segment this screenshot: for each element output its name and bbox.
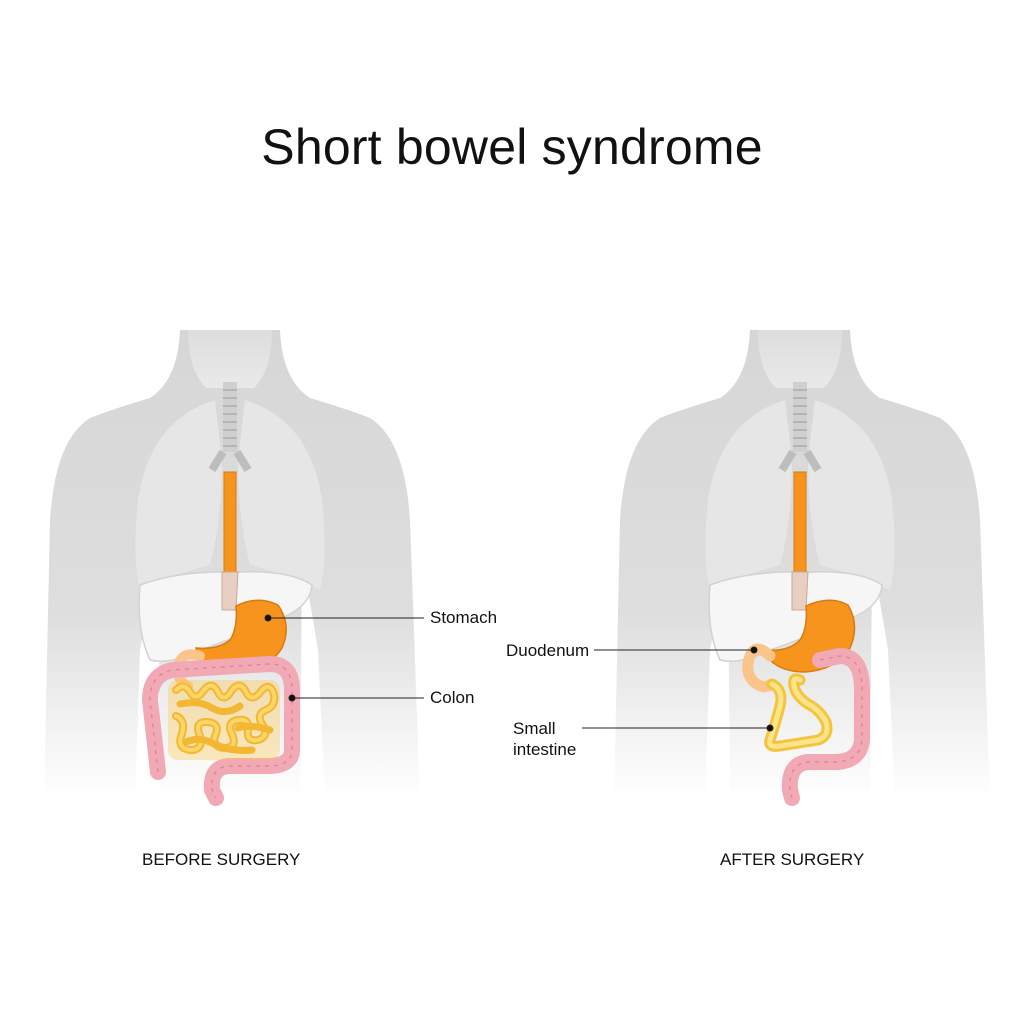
left-lung <box>705 400 792 590</box>
after-surgery-figure <box>582 330 990 806</box>
colon-before <box>142 656 300 806</box>
after-surgery-caption: AFTER SURGERY <box>720 850 865 869</box>
small-intestine-label: Small intestine <box>513 719 577 759</box>
duodenum-label: Duodenum <box>506 641 590 660</box>
right-lung <box>808 400 895 590</box>
diagram-title: Short bowel syndrome <box>261 119 763 175</box>
stomach-label: Stomach <box>430 608 498 627</box>
small-intestine-after <box>764 673 833 752</box>
leader-lines-after <box>582 646 774 732</box>
colon-label: Colon <box>430 688 475 707</box>
leader-lines-before <box>264 614 424 702</box>
esophagus <box>793 471 807 573</box>
left-lung <box>135 400 222 590</box>
before-surgery-caption: BEFORE SURGERY <box>142 850 301 869</box>
trachea <box>778 382 822 473</box>
trachea <box>208 382 252 473</box>
duodenum-after <box>742 643 778 693</box>
colon-after <box>781 648 870 806</box>
right-lung <box>238 400 325 590</box>
esophagus <box>223 471 237 573</box>
small-intestine-before <box>168 680 280 760</box>
before-surgery-figure <box>44 330 424 806</box>
